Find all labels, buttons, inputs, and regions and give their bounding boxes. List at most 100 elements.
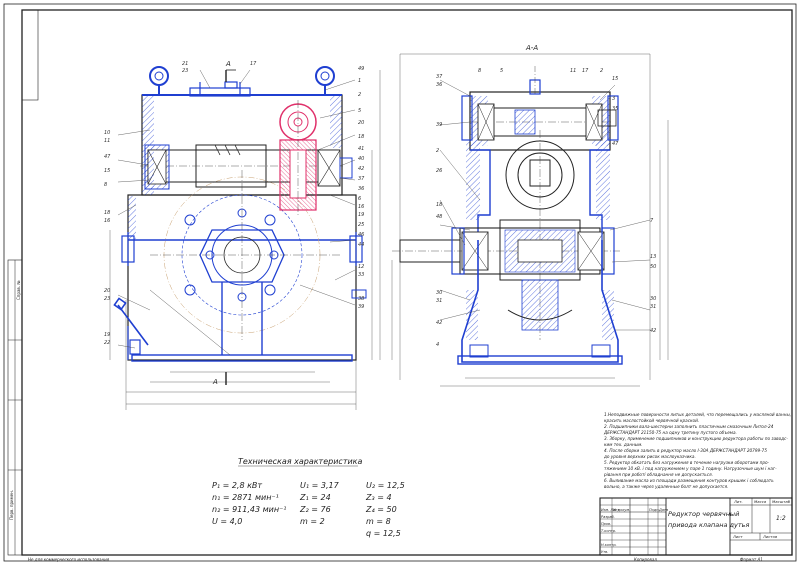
- bottom-right-note: Формат A1: [740, 557, 763, 562]
- svg-text:30: 30: [436, 290, 442, 296]
- tb-scale-value: 1:2: [776, 515, 786, 522]
- note-line-1: красить маслостойкой червячной краской.: [604, 418, 699, 423]
- svg-text:19: 19: [358, 212, 364, 218]
- svg-text:20: 20: [358, 120, 364, 126]
- svg-text:8: 8: [478, 68, 481, 74]
- title-block-text: Изм. Лист № докум. Подп. Дата Разраб. Пр…: [601, 499, 791, 554]
- tech-right-2: Z₄ = 50: [365, 505, 397, 514]
- svg-text:2: 2: [358, 92, 361, 98]
- tb-row-5: Утв.: [601, 550, 608, 554]
- svg-text:16: 16: [104, 218, 110, 224]
- svg-text:39: 39: [436, 122, 442, 128]
- svg-text:11: 11: [570, 68, 576, 74]
- svg-text:33: 33: [358, 272, 364, 278]
- svg-text:18: 18: [104, 210, 110, 216]
- svg-text:7: 7: [650, 218, 654, 224]
- tech-mid-1: Z₁ = 24: [299, 493, 331, 502]
- tech-mid-0: U₁ = 3,17: [300, 481, 340, 490]
- note-line-9: тяжением 10 кВ. і под нагружением у паре…: [604, 466, 777, 471]
- tb-sheets-label: Листов: [762, 534, 778, 539]
- svg-text:23: 23: [104, 296, 110, 302]
- technical-notes: 1.Неподвижные поверхности литых деталей,…: [603, 412, 791, 489]
- svg-text:26: 26: [436, 168, 442, 174]
- svg-text:39: 39: [358, 304, 364, 310]
- svg-text:38: 38: [358, 296, 364, 302]
- svg-text:42: 42: [358, 166, 364, 172]
- svg-text:6: 6: [358, 196, 361, 202]
- note-line-6: 4. После сборки залить в редуктор масло …: [604, 448, 767, 453]
- tech-right-0: U₂ = 12,5: [366, 481, 405, 490]
- tb-date: Дата: [658, 508, 668, 512]
- side-strip-text-2: Справ. №: [16, 281, 21, 300]
- svg-text:49: 49: [358, 66, 364, 72]
- tech-mid-2: Z₂ = 76: [299, 505, 331, 514]
- svg-text:21: 21: [182, 61, 188, 67]
- svg-text:37: 37: [358, 176, 365, 182]
- bottom-left-note: Не для коммерческого использования: [28, 557, 110, 562]
- svg-text:36: 36: [436, 82, 442, 88]
- tech-right-4: q = 12,5: [366, 529, 401, 538]
- side-callouts: 37 36 8 5 11 17 2 15 3 35 47 39 2 26 18 …: [436, 68, 656, 348]
- tech-left-3: U = 4,0: [212, 517, 242, 526]
- svg-text:11: 11: [104, 138, 110, 144]
- svg-text:12: 12: [358, 264, 364, 270]
- note-line-12: вольно, а также через удаленные болт не …: [604, 484, 728, 489]
- tech-title: Техническая характеристика: [238, 457, 363, 466]
- tb-head-mass: Масса: [754, 499, 767, 504]
- tech-right-1: Z₃ = 4: [365, 493, 392, 502]
- front-leaders: [117, 69, 356, 349]
- svg-text:20: 20: [104, 288, 110, 294]
- svg-text:31: 31: [650, 304, 656, 310]
- svg-text:17: 17: [582, 68, 589, 74]
- svg-text:17: 17: [250, 61, 257, 67]
- svg-text:2: 2: [600, 68, 603, 74]
- tech-left-2: n₂ = 911,43 мин⁻¹: [212, 505, 287, 514]
- top-left-box: [21, 9, 39, 101]
- svg-text:13: 13: [650, 254, 656, 260]
- tb-doc-no: № докум.: [612, 508, 630, 512]
- tb-head-lit: Лит.: [733, 499, 743, 504]
- svg-text:44: 44: [358, 242, 364, 248]
- tb-name-line1: Редуктор червячный: [668, 510, 739, 518]
- svg-text:15: 15: [104, 168, 110, 174]
- svg-text:50: 50: [650, 264, 656, 270]
- svg-text:48: 48: [436, 214, 442, 220]
- tb-row-3: Т.контр.: [601, 529, 616, 533]
- svg-text:4: 4: [436, 342, 439, 348]
- svg-text:41: 41: [358, 146, 364, 152]
- svg-text:5: 5: [500, 68, 503, 74]
- outer-border: [3, 3, 797, 562]
- svg-text:42: 42: [436, 320, 442, 326]
- bottom-center-note: Копировал: [634, 557, 657, 562]
- title-block: [599, 497, 793, 556]
- svg-text:30: 30: [650, 296, 656, 302]
- note-line-7: до уровня верхних рисок маслоуказчика.: [603, 454, 696, 459]
- svg-text:23: 23: [182, 68, 188, 74]
- svg-text:15: 15: [612, 76, 618, 82]
- note-line-2: 2. Подшипники вала-шестерни заполнить пл…: [604, 424, 774, 429]
- left-side-strip: Перв. примен. Справ. №: [7, 259, 23, 556]
- svg-text:18: 18: [436, 202, 442, 208]
- svg-text:2: 2: [436, 148, 439, 154]
- tb-row-2: Пров.: [601, 522, 611, 526]
- svg-text:47: 47: [104, 154, 111, 160]
- svg-text:5: 5: [358, 108, 361, 114]
- svg-text:1: 1: [358, 78, 361, 84]
- view-mark-top: А: [225, 60, 231, 68]
- svg-text:22: 22: [104, 340, 110, 346]
- tb-row-1: Разраб.: [601, 515, 615, 519]
- note-line-11: 6. Выливание масла из площади размещения…: [604, 478, 774, 483]
- svg-text:16: 16: [358, 204, 364, 210]
- svg-text:36: 36: [358, 186, 364, 192]
- svg-text:31: 31: [436, 298, 442, 304]
- side-view: А-А: [391, 44, 669, 387]
- tb-sign: Подп.: [649, 508, 660, 512]
- svg-text:37: 37: [436, 74, 443, 80]
- tech-characteristics: Техническая характеристика P₁ = 2,8 кВт …: [212, 457, 405, 538]
- tech-left-0: P₁ = 2,8 кВт: [212, 481, 262, 490]
- svg-text:25: 25: [358, 222, 364, 228]
- side-strip-text: Перв. примен.: [9, 490, 14, 520]
- svg-text:8: 8: [104, 182, 107, 188]
- note-line-3: ДЕРЖСТАНДАРТ 21150-75 на одну третину пу…: [603, 430, 737, 435]
